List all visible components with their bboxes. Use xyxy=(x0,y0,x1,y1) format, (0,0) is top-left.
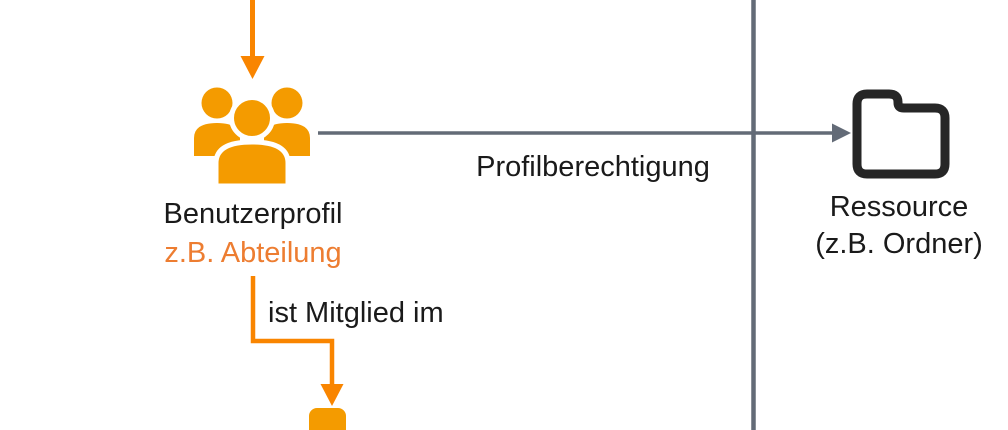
profilberechtigung-label: Profilberechtigung xyxy=(476,151,710,183)
bottom-node-partial-icon xyxy=(309,408,346,430)
profilberechtigung-arrow xyxy=(318,123,851,143)
benutzerprofil-sublabel: z.B. Abteilung xyxy=(164,237,342,269)
ist-mitglied-im-label: ist Mitglied im xyxy=(268,297,444,329)
ressource-label: Ressource xyxy=(829,191,969,223)
ist-mitglied-im-connector xyxy=(250,276,344,406)
users-group-icon xyxy=(186,79,318,186)
flow-in-arrow xyxy=(240,0,265,79)
benutzerprofil-label: Benutzerprofil xyxy=(163,198,343,230)
folder-icon xyxy=(851,88,951,180)
ressource-sublabel: (z.B. Ordner) xyxy=(815,228,983,260)
